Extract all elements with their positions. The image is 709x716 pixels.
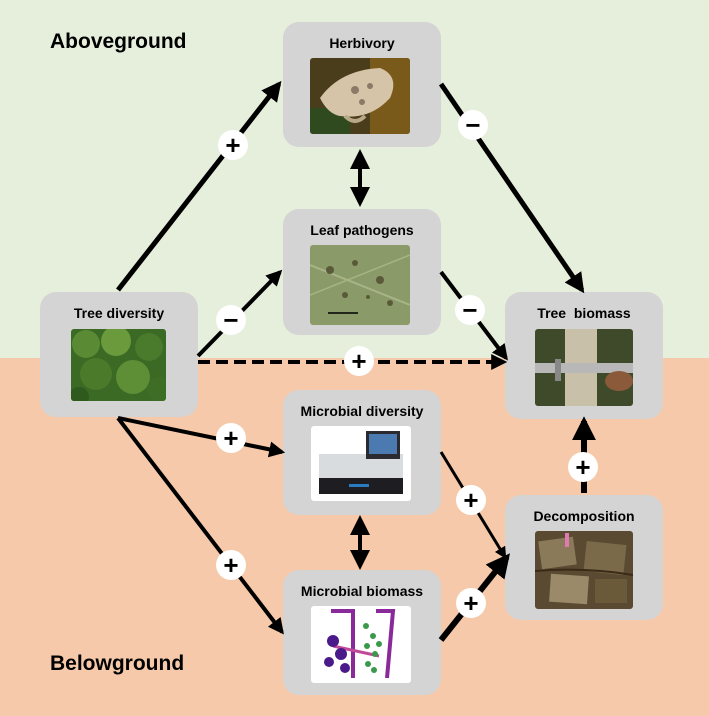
node-tree-diversity-title: Tree diversity (73, 305, 165, 321)
sign-microbial-diversity-decomposition: + (456, 485, 486, 515)
node-microbial-biomass: Microbial biomass (283, 570, 441, 695)
sign-tree-diversity-microbial-diversity: + (216, 423, 246, 453)
microbial-biomass-illustration (311, 606, 411, 683)
node-decomposition: Decomposition (505, 495, 663, 620)
node-decomposition-title: Decomposition (533, 508, 635, 524)
sign-leaf-pathogens-tree-biomass: − (455, 295, 485, 325)
arrow-tree-diversity-to-microbial-diversity (117, 416, 286, 458)
node-tree-biomass-title: Tree biomass (537, 305, 631, 321)
sign-tree-diversity-leaf-pathogens: − (216, 305, 246, 335)
sign-decomposition-tree-biomass: + (568, 452, 598, 482)
belowground-label: Belowground (50, 652, 185, 675)
sign-tree-diversity-microbial-biomass: + (216, 550, 246, 580)
sign-microbial-biomass-decomposition: + (456, 588, 486, 618)
node-leaf-pathogens: Leaf pathogens (283, 209, 441, 335)
sign-tree-diversity-herbivory: + (218, 130, 248, 160)
node-microbial-diversity: Microbial diversity (283, 390, 441, 515)
sign-herbivory-tree-biomass: − (458, 110, 488, 140)
sign-tree-diversity-tree-biomass: + (344, 346, 374, 376)
node-microbial-diversity-title: Microbial diversity (300, 403, 424, 419)
decomposition-photo (535, 531, 633, 609)
node-herbivory: Herbivory (283, 22, 441, 147)
leaf-pathogens-photo (310, 245, 410, 325)
herbivory-photo (310, 58, 410, 134)
tree-diversity-photo (71, 329, 166, 401)
arrow-tree-diversity-to-herbivory (116, 80, 282, 292)
node-herbivory-title: Herbivory (329, 35, 395, 51)
arrow-tree-diversity-to-microbial-biomass (116, 416, 284, 635)
aboveground-label: Aboveground (50, 30, 187, 53)
node-tree-biomass: Tree biomass (505, 292, 663, 419)
node-tree-diversity: Tree diversity (40, 292, 198, 417)
tree-biomass-photo (535, 329, 633, 406)
sequencer-photo (311, 426, 411, 501)
node-leaf-pathogens-title: Leaf pathogens (310, 222, 414, 238)
node-microbial-biomass-title: Microbial biomass (300, 583, 424, 599)
